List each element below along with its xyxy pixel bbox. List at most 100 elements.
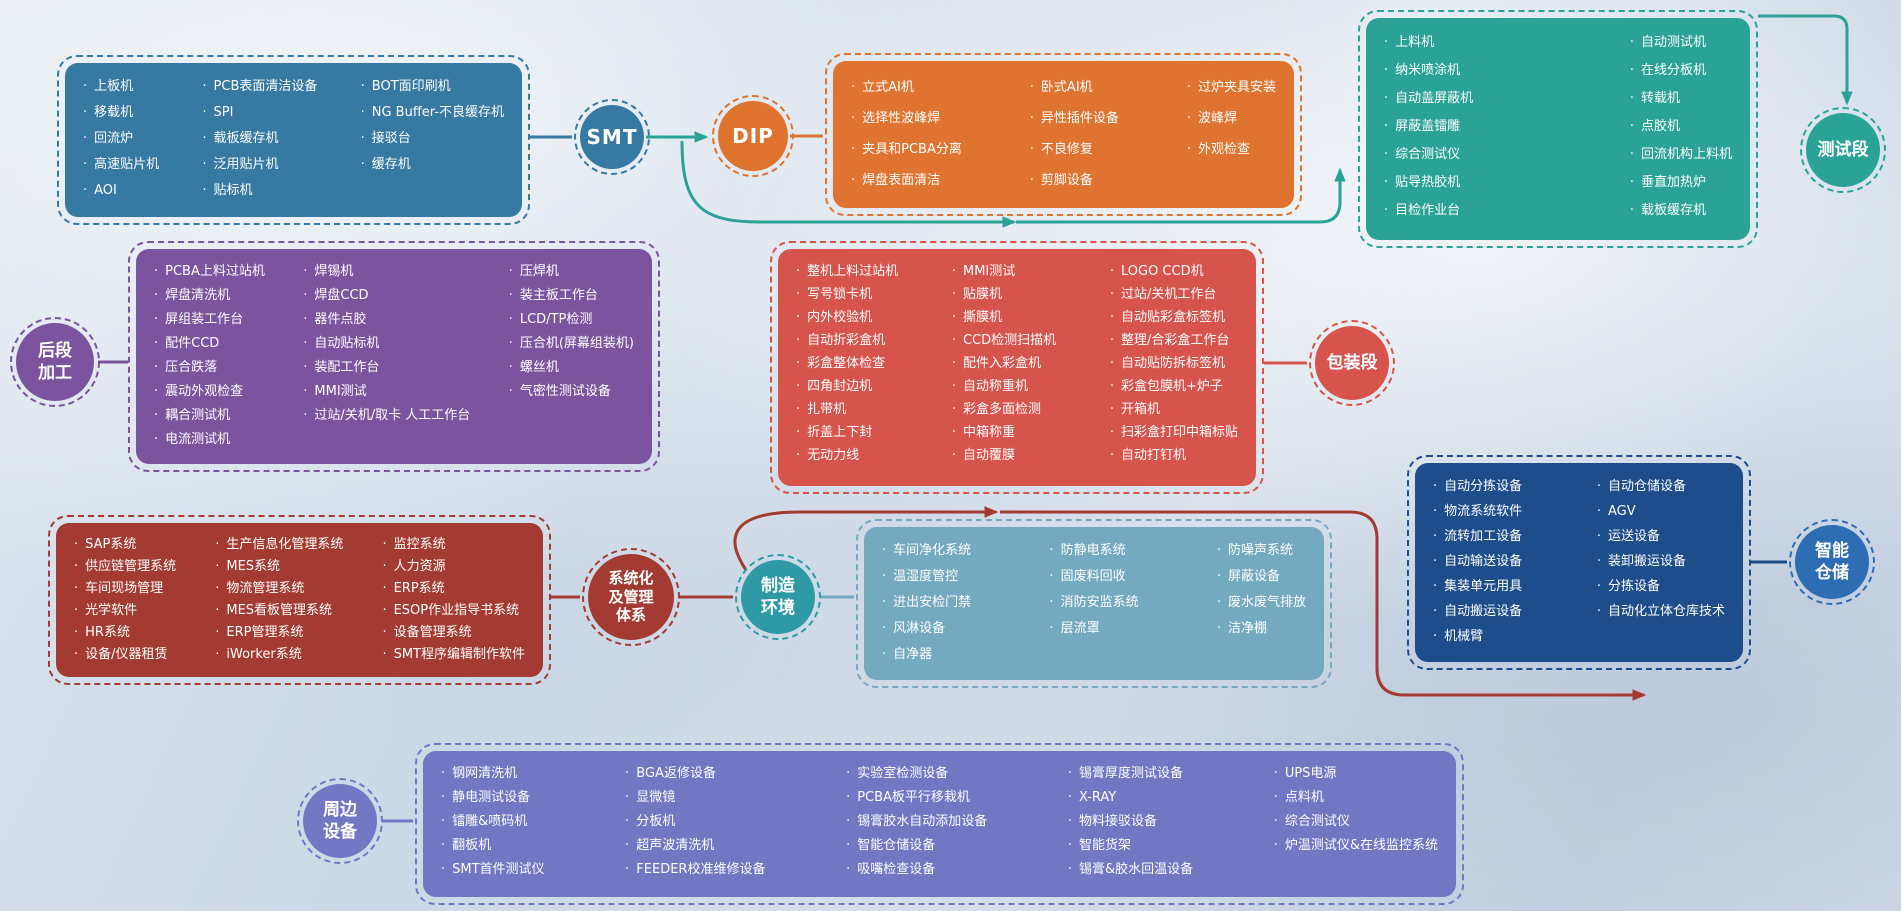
environment-equipment-column: 防噪声系统屏蔽设备废水废气排放洁净棚 (1217, 538, 1306, 642)
equipment-item: 自动盖屏蔽机 (1384, 85, 1473, 113)
equipment-item: 自动打钉机 (1110, 444, 1238, 467)
equipment-item: 不良修复 (1030, 134, 1119, 165)
equipment-item: 生产信息化管理系统 (215, 534, 343, 556)
equipment-item: 人力资源 (382, 556, 525, 578)
equipment-item: 自动输送设备 (1433, 549, 1522, 574)
equipment-item: 综合测试仪 (1384, 141, 1473, 169)
smt-stage-node: SMT (574, 99, 650, 175)
equipment-item: 扎带机 (796, 398, 898, 421)
equipment-item: 进出安检门禁 (882, 590, 971, 616)
test-stage-node: 测试段 (1800, 107, 1886, 193)
equipment-item: 智能仓储设备 (846, 834, 987, 858)
equipment-item: 撕膜机 (952, 306, 1056, 329)
equipment-item: 风淋设备 (882, 616, 971, 642)
dip-stage-node: DIP (712, 95, 794, 177)
equipment-item: BOT面印刷机 (361, 74, 504, 100)
equipment-item: 移载机 (83, 100, 159, 126)
equipment-item: 防噪声系统 (1217, 538, 1306, 564)
equipment-item: AGV (1597, 499, 1725, 524)
equipment-item: 泛用贴片机 (202, 152, 317, 178)
peripheral-equipment-column: UPS电源点料机综合测试仪炉温测试仪&在线监控系统 (1274, 762, 1438, 858)
equipment-item: 回流炉 (83, 126, 159, 152)
equipment-item: MMI测试 (952, 260, 1056, 283)
system-stage-label: 系统化 及管理 体系 (588, 554, 674, 640)
equipment-item: ESOP作业指导书系统 (382, 600, 525, 622)
equipment-item: 屏蔽盖镭雕 (1384, 113, 1473, 141)
smt-panel-body: 上板机移载机回流炉高速贴片机AOI PCB表面清洁设备SPI载板缓存机泛用贴片机… (65, 63, 522, 217)
system-stage-node: 系统化 及管理 体系 (582, 548, 680, 646)
warehouse-panel: 自动分拣设备物流系统软件流转加工设备自动输送设备集装单元用具自动搬运设备机械臂 … (1407, 455, 1751, 670)
warehouse-stage-node: 智能 仓储 (1789, 519, 1875, 605)
environment-equipment-column: 车间净化系统温湿度管控进出安检门禁风淋设备自净器 (882, 538, 971, 668)
warehouse-panel-body: 自动分拣设备物流系统软件流转加工设备自动输送设备集装单元用具自动搬运设备机械臂 … (1415, 463, 1743, 662)
equipment-item: PCBA上料过站机 (154, 260, 265, 284)
equipment-item: CCD检测扫描机 (952, 329, 1056, 352)
warehouse-equipment-column: 自动分拣设备物流系统软件流转加工设备自动输送设备集装单元用具自动搬运设备机械臂 (1433, 474, 1522, 649)
equipment-item: SAP系统 (74, 534, 176, 556)
equipment-item: 垂直加热炉 (1630, 169, 1732, 197)
equipment-item: 折盖上下封 (796, 421, 898, 444)
backend-panel: PCBA上料过站机焊盘清洗机屏组装工作台配件CCD压合跌落震动外观检查耦合测试机… (128, 241, 660, 472)
equipment-item: 载板缓存机 (202, 126, 317, 152)
test-stage-label: 测试段 (1806, 113, 1880, 187)
equipment-item: 压合跌落 (154, 356, 265, 380)
smt-equipment-column: 上板机移载机回流炉高速贴片机AOI (83, 74, 159, 204)
equipment-item: 装主板工作台 (509, 284, 634, 308)
equipment-item: 自动分拣设备 (1433, 474, 1522, 499)
equipment-item: 目检作业台 (1384, 197, 1473, 225)
equipment-item: 固废料回收 (1049, 564, 1138, 590)
equipment-item: 综合测试仪 (1274, 810, 1438, 834)
equipment-item: 整理/合彩盒工作台 (1110, 329, 1238, 352)
equipment-item: 实验室检测设备 (846, 762, 987, 786)
backend-equipment-column: 焊锡机焊盘CCD器件点胶自动贴标机装配工作台MMI测试过站/关机/取卡 人工工作… (303, 260, 470, 428)
backend-stage-node: 后段 加工 (10, 317, 100, 407)
equipment-item: 消防安监系统 (1049, 590, 1139, 616)
peripheral-panel: 钢网清洗机静电测试设备镭雕&喷码机翻板机SMT首件测试仪 BGA返修设备显微镜分… (415, 743, 1464, 905)
equipment-item: 焊锡机 (303, 260, 470, 284)
environment-stage-node: 制造 环境 (735, 554, 821, 640)
equipment-item: LOGO CCD机 (1110, 260, 1238, 283)
smt-equipment-column: BOT面印刷机NG Buffer-不良缓存机接驳台缓存机 (361, 74, 504, 178)
equipment-item: 自动贴防拆标签机 (1110, 352, 1238, 375)
backend-equipment-column: 压焊机装主板工作台LCD/TP检测压合机(屏幕组装机)螺丝机气密性测试设备 (509, 260, 634, 404)
equipment-item: 焊盘CCD (303, 284, 470, 308)
equipment-item: 彩盒包膜机+炉子 (1110, 375, 1238, 398)
test-equipment-column: 上料机纳米喷涂机自动盖屏蔽机屏蔽盖镭雕综合测试仪贴导热胶机目检作业台 (1384, 29, 1473, 225)
smt-stage-label: SMT (580, 105, 644, 169)
equipment-item: 锡膏&胶水回温设备 (1068, 858, 1193, 882)
equipment-item: 车间净化系统 (882, 538, 971, 564)
warehouse-equipment-column: 自动仓储设备AGV运送设备装卸搬运设备分拣设备自动化立体仓库技术 (1597, 474, 1725, 624)
equipment-item: 器件点胶 (303, 308, 470, 332)
equipment-item: 震动外观检查 (154, 380, 265, 404)
dip-equipment-column: 过炉夹具安装波峰焊外观检查 (1187, 72, 1276, 165)
equipment-item: 中箱称重 (952, 421, 1056, 444)
equipment-item: 彩盒多面检测 (952, 398, 1056, 421)
dip-equipment-column: 立式AI机选择性波峰焊夹具和PCBA分离焊盘表面清洁 (851, 72, 962, 196)
equipment-item: PCB表面清洁设备 (202, 74, 318, 100)
equipment-item: 接驳台 (361, 126, 504, 152)
equipment-item: 分拣设备 (1597, 574, 1725, 599)
equipment-item: 耦合测试机 (154, 404, 265, 428)
equipment-item: 夹具和PCBA分离 (851, 134, 962, 165)
equipment-item: 车间现场管理 (74, 578, 176, 600)
equipment-item: 异性插件设备 (1030, 103, 1119, 134)
equipment-item: 载板缓存机 (1630, 197, 1732, 225)
equipment-item: 设备/仪器租赁 (74, 644, 176, 666)
equipment-item: 分板机 (625, 810, 765, 834)
equipment-item: 压合机(屏幕组装机) (509, 332, 634, 356)
equipment-item: 自动贴标机 (303, 332, 470, 356)
equipment-item: ERP系统 (382, 578, 525, 600)
equipment-item: 缓存机 (361, 152, 504, 178)
equipment-item: 整机上料过站机 (796, 260, 898, 283)
peripheral-equipment-column: BGA返修设备显微镜分板机超声波清洗机FEEDER校准维修设备 (625, 762, 765, 882)
equipment-item: 开箱机 (1110, 398, 1238, 421)
equipment-item: MMI测试 (303, 380, 470, 404)
equipment-item: 过炉夹具安装 (1187, 72, 1276, 103)
equipment-item: MES看板管理系统 (215, 600, 343, 622)
equipment-item: 机械臂 (1433, 624, 1522, 649)
backend-equipment-column: PCBA上料过站机焊盘清洗机屏组装工作台配件CCD压合跌落震动外观检查耦合测试机… (154, 260, 265, 452)
equipment-item: 自动覆膜 (952, 444, 1056, 467)
equipment-item: 智能货架 (1068, 834, 1193, 858)
packaging-stage-node: 包装段 (1309, 320, 1395, 406)
equipment-item: HR系统 (74, 622, 176, 644)
